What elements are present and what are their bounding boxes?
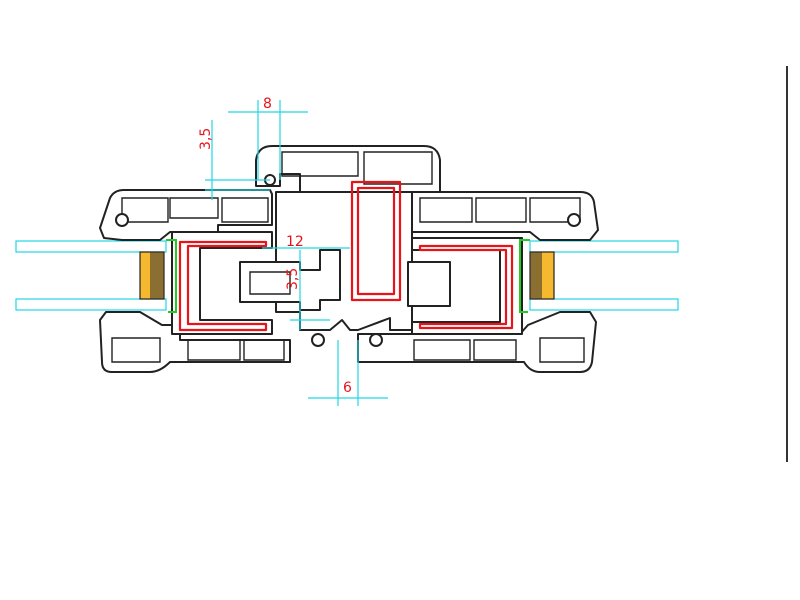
- gasket-bottom-left: [311, 333, 325, 347]
- gasket-top-left: [115, 213, 129, 227]
- glass-left-bottom: [15, 298, 167, 311]
- gasket-bottom-right: [369, 333, 383, 347]
- dim-top-width: 8: [263, 96, 272, 112]
- dimension-lines: [205, 100, 388, 406]
- spacer-seals: [139, 251, 555, 300]
- center-profile: [239, 145, 441, 331]
- dim-center-gap: 12: [286, 234, 304, 250]
- glass-left-top: [15, 240, 167, 253]
- glass-panes: [15, 240, 679, 311]
- glass-right-bottom: [529, 298, 679, 311]
- right-sash-profile: [357, 191, 599, 373]
- gaskets: [115, 174, 581, 347]
- left-inner-chamber: [166, 231, 273, 335]
- right-inner-chamber: [407, 237, 530, 335]
- dim-center-height: 3,5: [285, 268, 301, 290]
- glass-right-top: [529, 240, 679, 253]
- spacer-right-butyl: [530, 252, 542, 299]
- spacer-left-butyl: [150, 252, 164, 299]
- dim-top-height: 3,5: [198, 128, 214, 150]
- dim-bottom-width: 6: [343, 380, 352, 396]
- gasket-top-right: [567, 213, 581, 227]
